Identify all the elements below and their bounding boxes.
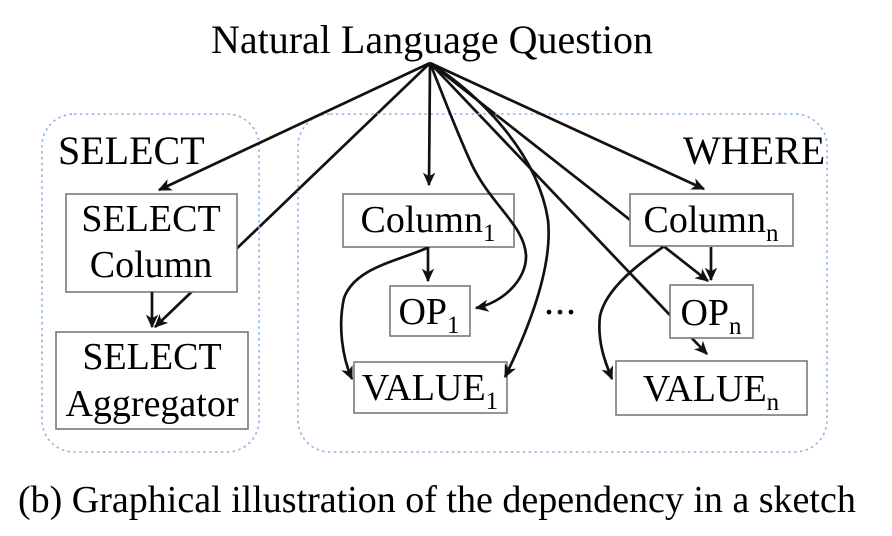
value-1-subscript: 1	[486, 388, 499, 415]
select-aggregator-label-line1: SELECT	[82, 336, 221, 378]
edge-question-to-column-n	[429, 61, 706, 191]
value-n-base: VALUE	[643, 368, 767, 410]
column-n-subscript: n	[766, 220, 779, 247]
op-1-label: OP1	[398, 291, 459, 339]
select-group-label: SELECT	[58, 128, 205, 173]
value-1-base: VALUE	[362, 367, 486, 409]
ellipsis-between-groups: ...	[544, 278, 577, 323]
where-group-label: WHERE	[683, 128, 825, 173]
value-1-label: VALUE1	[362, 367, 498, 415]
op-n-box	[669, 284, 754, 339]
select-aggregator-box	[55, 331, 249, 430]
value-n-box	[615, 360, 808, 416]
column-n-box	[629, 193, 794, 247]
where-group-box	[297, 113, 828, 453]
value-1-box	[353, 361, 508, 414]
value-n-label: VALUEn	[643, 368, 780, 416]
select-aggregator-label-line2: Aggregator	[65, 383, 238, 425]
select-column-box	[65, 193, 238, 293]
op-n-label: OPn	[680, 292, 742, 340]
value-n-subscript: n	[767, 389, 780, 416]
column-n-label: Columnn	[644, 199, 779, 247]
diagram-title: Natural Language Question	[211, 17, 653, 62]
column-1-box	[342, 193, 515, 248]
edge-question-to-value-1	[429, 61, 550, 379]
select-column-label-line2: Column	[90, 244, 212, 286]
column-1-subscript: 1	[483, 220, 496, 247]
figure-caption: (b) Graphical illustration of the depend…	[18, 479, 856, 521]
select-column-label-line1: SELECT	[81, 198, 220, 240]
node-boxes	[55, 193, 808, 430]
column-1-label: Column1	[361, 199, 496, 247]
edges-front	[145, 61, 718, 381]
column-1-base: Column	[361, 199, 483, 241]
op-1-base: OP	[398, 291, 447, 333]
op-1-subscript: 1	[447, 312, 460, 339]
select-group-box	[41, 113, 260, 453]
edge-column-n-to-value-n	[598, 245, 664, 381]
op-n-subscript: n	[729, 313, 742, 340]
op-1-box	[389, 285, 471, 337]
edge-question-to-op-1	[428, 62, 528, 312]
op-n-base: OP	[680, 292, 729, 334]
edge-question-to-select-column	[157, 61, 431, 192]
column-n-base: Column	[644, 199, 766, 241]
edge-column-1-to-value-1	[339, 246, 428, 381]
edge-question-to-value-n	[429, 62, 708, 355]
edge-question-to-column-1	[422, 62, 436, 187]
